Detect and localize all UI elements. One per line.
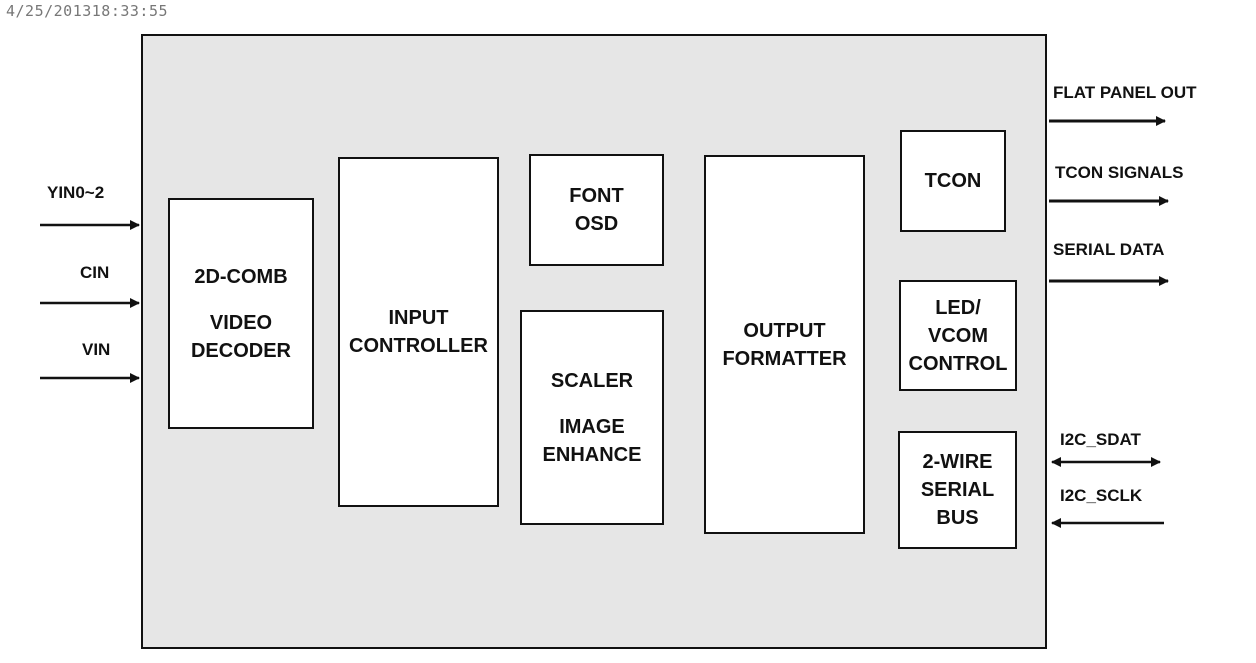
serial-bus-line3: BUS <box>936 507 979 529</box>
led-vcom-line2: VCOM <box>928 324 988 347</box>
serial-bus-line1: 2-WIRE <box>922 451 993 473</box>
output-formatter-line1: OUTPUT <box>743 319 826 342</box>
scaler-block: SCALER IMAGE ENHANCE <box>520 310 664 525</box>
bus-label-i2c-sclk: I2C_SCLK <box>1060 486 1143 505</box>
timestamp: 4/25/201318:33:55 <box>6 2 169 20</box>
video-decoder-line3: DECODER <box>190 339 291 362</box>
led-vcom-control-block: LED/ VCOM CONTROL <box>899 280 1017 391</box>
font-osd-line1: FONT <box>569 185 624 207</box>
tcon-block: TCON <box>900 130 1006 232</box>
font-osd-line2: OSD <box>574 213 619 235</box>
led-vcom-line3: CONTROL <box>908 352 1008 375</box>
input-label-vin: VIN <box>82 340 111 359</box>
input-controller-line1: INPUT <box>388 307 449 329</box>
video-decoder-line2: VIDEO <box>209 311 273 334</box>
output-label-serial-data: SERIAL DATA <box>1053 240 1165 259</box>
video-decoder-block: 2D-COMB VIDEO DECODER <box>168 198 314 429</box>
output-label-tcon-signals: TCON SIGNALS <box>1055 163 1184 182</box>
bus-label-i2c-sdat: I2C_SDAT <box>1060 430 1141 449</box>
scaler-line1: SCALER <box>550 369 634 392</box>
font-osd-block: FONT OSD <box>529 154 664 266</box>
tcon-line1: TCON <box>924 170 982 192</box>
output-formatter-block: OUTPUT FORMATTER <box>704 155 865 534</box>
input-label-yin: YIN0~2 <box>47 183 105 202</box>
scaler-line2: IMAGE <box>559 415 625 438</box>
serial-bus-line2: SERIAL <box>920 479 995 501</box>
serial-bus-block: 2-WIRE SERIAL BUS <box>898 431 1017 549</box>
input-controller-block: INPUT CONTROLLER <box>338 157 499 507</box>
output-label-flat-panel-out: FLAT PANEL OUT <box>1053 83 1197 102</box>
input-controller-line2: CONTROLLER <box>349 335 488 357</box>
scaler-line3: ENHANCE <box>542 443 642 466</box>
input-label-cin: CIN <box>80 263 110 282</box>
led-vcom-line1: LED/ <box>935 296 981 319</box>
output-formatter-line2: FORMATTER <box>722 347 847 370</box>
video-decoder-line1: 2D-COMB <box>194 265 288 288</box>
